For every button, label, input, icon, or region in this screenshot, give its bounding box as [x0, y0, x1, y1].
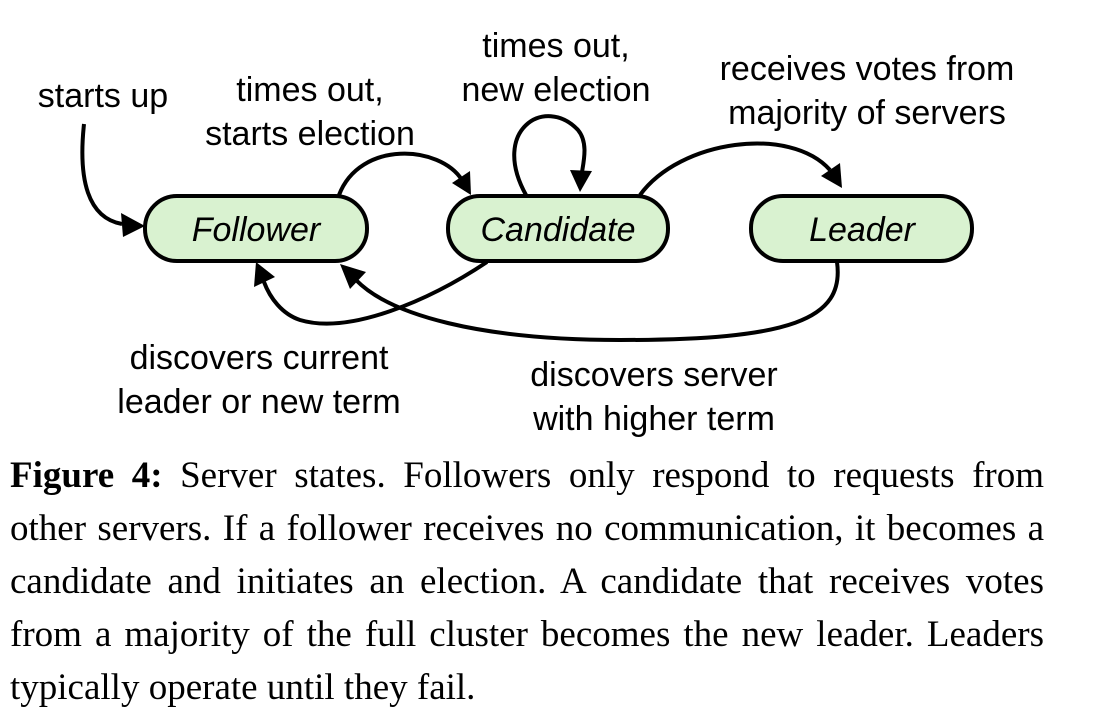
arrowhead-starts-up [121, 213, 145, 237]
figure-caption-text: Server states. Followers only respond to… [10, 455, 1044, 708]
label-candidate-self-line1: times out, [482, 27, 629, 65]
state-leader-shape [749, 194, 974, 263]
figure-caption-label: Figure 4: [10, 455, 163, 496]
edge-candidate-to-follower [262, 260, 489, 326]
state-leader-label: Leader [809, 211, 917, 249]
label-leader-to-follower-line1: discovers server [530, 356, 778, 394]
edge-follower-to-candidate [337, 151, 464, 196]
label-starts-up: starts up [38, 77, 168, 115]
figure-caption: Figure 4: Server states. Followers only … [10, 449, 1044, 714]
label-candidate-self-line2: new election [461, 71, 650, 109]
edge-candidate-to-leader [638, 141, 832, 197]
state-candidate-shape [446, 194, 670, 263]
state-diagram: Follower Candidate Leader starts up time… [38, 27, 1015, 438]
edge-candidate-self-loop [512, 114, 587, 196]
arrowhead-candidate-to-follower [254, 262, 275, 287]
label-follower-to-candidate-line1: times out, [236, 71, 383, 109]
edge-starts-up [80, 123, 123, 226]
arrowhead-candidate-self-loop [570, 170, 592, 192]
arrowhead-follower-to-candidate [452, 171, 471, 195]
label-candidate-to-follower-line2: leader or new term [117, 383, 400, 421]
label-leader-to-follower-line2: with higher term [532, 400, 775, 438]
label-follower-to-candidate-line2: starts election [205, 115, 415, 153]
arrowhead-leader-to-follower [340, 264, 366, 289]
state-candidate-label: Candidate [480, 211, 635, 249]
label-candidate-to-follower-line1: discovers current [130, 339, 389, 377]
arrowhead-candidate-to-leader [821, 163, 842, 188]
label-candidate-to-leader-line1: receives votes from [720, 50, 1015, 88]
state-follower-shape [143, 194, 369, 263]
label-candidate-to-leader-line2: majority of servers [728, 94, 1006, 132]
edge-leader-to-follower [354, 261, 840, 343]
state-follower-label: Follower [192, 211, 322, 249]
